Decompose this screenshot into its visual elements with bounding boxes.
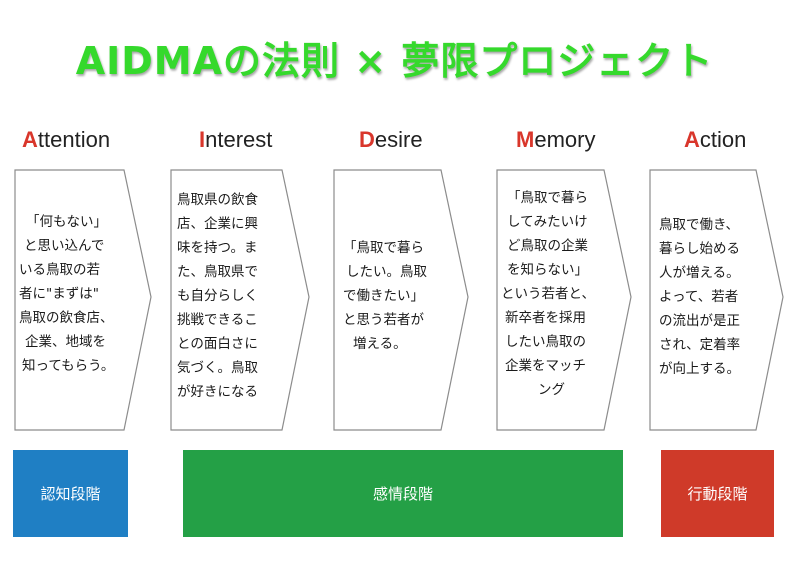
text-line: 暮らし始める [659,241,740,257]
text-line: してみたいけ [507,214,588,230]
phase-label: 感情段階 [372,485,433,503]
text-line: が好きになる [177,384,258,400]
text-line: と思い込んで [24,238,105,254]
text-line: され、定着率 [659,337,741,353]
stage-heading-rest: nterest [205,127,273,152]
phase-emotional: 感情段階 [183,450,623,537]
stage-initial: D [359,127,375,152]
text-line: との面白さに [177,336,258,352]
text-line: ど鳥取の企業 [507,238,588,254]
text-line: いる鳥取の若 [19,262,100,278]
text-line: したい。鳥取 [346,264,427,280]
stage-text-memory: 「鳥取で暮ら してみたいけ ど鳥取の企業 を知らない」 という若者と、 新卒者を… [501,186,595,402]
stage-heading-attention: Attention [22,127,110,153]
text-line: が向上する。 [659,361,740,377]
text-line: 味を持つ。ま [177,240,258,256]
stage-card-desire [333,169,469,431]
text-line: で働きたい」 [343,288,424,304]
text-line: 鳥取の飲食店、 [19,310,114,326]
text-line: 店、企業に興 [177,216,258,232]
text-line: と思う若者が [343,312,424,328]
stage-heading-desire: Desire [359,127,423,153]
stage-text-attention: 「何もない」 と思い込んで いる鳥取の若 者に"まずは" 鳥取の飲食店、 企業、… [19,210,114,378]
stage-text-interest: 鳥取県の飲食 店、企業に興 味を持つ。ま た、鳥取県で も自分らしく 挑戦できる… [177,188,258,404]
text-line: を知らない」 [507,262,588,278]
stage-heading-rest: ttention [37,127,111,152]
text-line: ング [538,382,565,398]
text-line: よって、若者 [659,289,739,305]
text-line: 知ってもらう。 [22,358,115,374]
page-title: AIDMAの法則 × 夢限プロジェクト [75,39,714,83]
stage-heading-action: Action [684,127,746,153]
phase-cognitive: 認知段階 [13,450,128,537]
text-line: も自分らしく [177,288,258,304]
text-line: 者に"まずは" [19,286,99,302]
stage-heading-memory: Memory [516,127,595,153]
text-line: 鳥取県の飲食 [177,192,258,208]
stage-initial: I [199,127,206,152]
text-line: の流出が是正 [659,313,740,329]
text-line: 「何もない」 [26,214,107,230]
text-line: 人が増える。 [659,265,740,281]
stage-card-interest [170,169,310,431]
text-line: 新卒者を採用 [505,310,586,326]
stage-text-action: 鳥取で働き、 暮らし始める 人が増える。 よって、若者 の流出が是正 され、定着… [659,213,740,381]
stage-initial: M [516,127,535,152]
stage-initial: A [684,127,700,152]
stage-card-memory [496,169,632,431]
stage-heading-rest: ction [699,127,747,152]
stage-card-attention [14,169,152,431]
phase-action: 行動段階 [661,450,774,537]
text-line: 増える。 [353,336,407,352]
stage-card-action [649,169,784,431]
text-line: 企業、地域を [25,334,106,350]
phase-label: 認知段階 [40,485,101,503]
text-line: したい鳥取の [505,334,586,350]
text-line: 「鳥取で暮ら [507,190,588,206]
text-line: 「鳥取で暮ら [343,240,424,256]
stage-initial: A [22,127,38,152]
stage-heading-interest: Interest [199,127,272,153]
text-line: た、鳥取県で [177,264,258,280]
text-line: 鳥取で働き、 [659,217,740,233]
stage-heading-rest: emory [534,127,596,152]
stage-heading-rest: esire [374,127,423,152]
text-line: 企業をマッチ [505,358,586,374]
stage-text-desire: 「鳥取で暮ら したい。鳥取 で働きたい」 と思う若者が 増える。 [343,236,427,356]
text-line: 挑戦できるこ [177,312,258,328]
text-line: 気づく。鳥取 [177,360,258,376]
text-line: という若者と、 [501,286,595,302]
phase-label: 行動段階 [687,485,748,503]
